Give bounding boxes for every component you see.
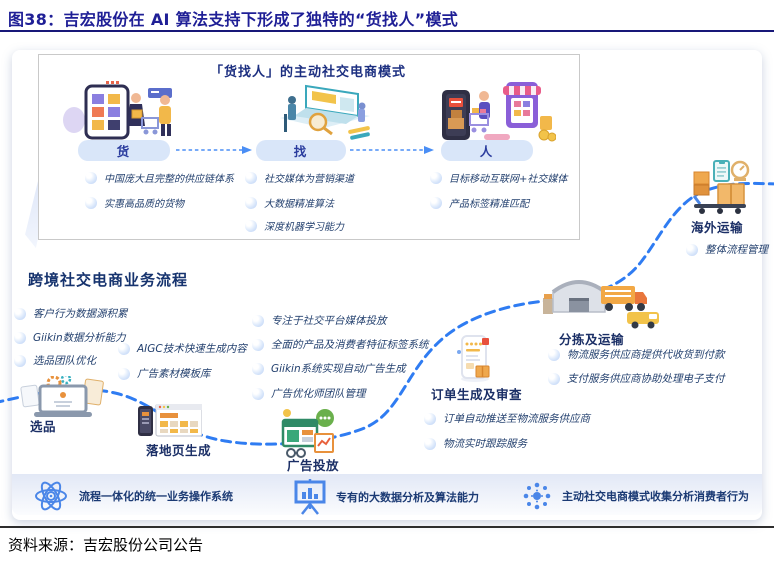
dashed-arrow-icon — [176, 146, 252, 154]
bullet-item: 选品团队优化 — [14, 353, 96, 368]
bullet-text: 中国庞大且完整的供应链体系 — [104, 174, 234, 185]
bullet-circle-icon — [548, 372, 560, 385]
bullet-item: 广告优化师团队管理 — [252, 386, 366, 401]
bullet-text: 整体流程管理 — [705, 244, 768, 256]
capability-item: 流程一体化的统一业务操作系统 — [33, 478, 233, 514]
model-box-title: 「货找人」的主动社交电商模式 — [209, 65, 406, 80]
title-divider — [0, 30, 774, 32]
bullet-circle-icon — [424, 412, 436, 425]
bullet-item: 订单自动推送至物流服务供应商 — [424, 411, 590, 426]
bullet-text: Giikin系统实现自动广告生成 — [271, 363, 406, 375]
bullet-item: 中国庞大且完整的供应链体系 — [85, 170, 234, 185]
figure-title: 图38：吉宏股份在 AI 算法支持下形成了独特的“货找人”模式 — [8, 10, 459, 29]
bullet-text: 大数据精准算法 — [264, 199, 334, 210]
bullet-circle-icon — [14, 354, 26, 367]
bullet-circle-icon — [245, 196, 257, 209]
sorting-warehouse-illustration — [543, 280, 659, 329]
bullet-circle-icon — [245, 219, 257, 232]
overseas-transport-illustration — [692, 160, 750, 214]
capability-label: 流程一体化的统一业务操作系统 — [79, 490, 233, 503]
order-phone-illustration — [457, 335, 490, 382]
bullet-circle-icon — [252, 314, 264, 327]
bullet-circle-icon — [686, 243, 698, 256]
pill-goods: 货 — [78, 140, 170, 161]
bullet-circle-icon — [14, 331, 26, 344]
bullet-circle-icon — [85, 196, 97, 209]
product-selection-illustration — [20, 376, 104, 417]
bullet-item: 客户行为数据源积累 — [14, 306, 128, 321]
node-label-selection: 选品 — [30, 419, 57, 434]
bullet-text: 产品标签精准匹配 — [449, 199, 529, 210]
bullet-circle-icon — [252, 362, 264, 375]
bullet-circle-icon — [14, 307, 26, 320]
node-label-overseas-transport: 海外运输 — [691, 220, 744, 235]
bullet-item: Giikin数据分析能力 — [14, 330, 126, 345]
pill-people: 人 — [441, 140, 533, 161]
bullet-item: 物流服务供应商提供代收货到付款 — [548, 347, 725, 362]
bullet-text: 支付服务供应商协助处理电子支付 — [567, 373, 725, 385]
bullet-circle-icon — [245, 171, 257, 184]
bullet-text: 目标移动互联网+社交媒体 — [449, 174, 568, 185]
node-label-ad-launch: 广告投放 — [287, 458, 340, 473]
bullet-item: 实惠高品质的货物 — [85, 195, 184, 210]
bullet-circle-icon — [430, 171, 442, 184]
bullet-item: 支付服务供应商协助处理电子支付 — [548, 371, 725, 386]
bullet-circle-icon — [252, 387, 264, 400]
people-illustration — [442, 82, 556, 142]
search-illustration — [280, 84, 370, 140]
bullet-circle-icon — [430, 196, 442, 209]
bullet-item: 产品标签精准匹配 — [430, 195, 529, 210]
goods-illustration — [63, 81, 172, 140]
bullet-text: 专注于社交平台媒体投放 — [271, 315, 387, 327]
bullet-circle-icon — [85, 171, 97, 184]
node-label-order-review: 订单生成及审查 — [431, 387, 523, 402]
bullet-text: 物流服务供应商提供代收货到付款 — [567, 349, 725, 361]
node-label-landing-page: 落地页生成 — [146, 443, 212, 458]
bullet-text: 客户行为数据源积累 — [33, 308, 128, 320]
capability-item: 专有的大数据分析及算法能力 — [294, 479, 479, 515]
bullet-text: 实惠高品质的货物 — [104, 199, 184, 210]
bullet-text: AIGC技术快速生成内容 — [137, 343, 247, 355]
bullet-text: 选品团队优化 — [33, 355, 96, 367]
bullet-text: 物流实时跟踪服务 — [443, 438, 527, 450]
bullet-circle-icon — [118, 342, 130, 355]
bullet-item: AIGC技术快速生成内容 — [118, 341, 247, 356]
burst-icon — [523, 482, 551, 510]
bullet-item: 目标移动互联网+社交媒体 — [430, 170, 567, 185]
bullet-item: 深度机器学习能力 — [245, 218, 344, 233]
capability-item: 主动社交电商模式收集分析消费者行为 — [522, 481, 749, 511]
dashed-arrow-icon — [350, 146, 434, 154]
bullet-item: 大数据精准算法 — [245, 195, 334, 210]
bullet-item: 社交媒体为营销渠道 — [245, 170, 354, 185]
landing-page-illustration — [138, 404, 202, 437]
bullet-text: 广告优化师团队管理 — [271, 388, 366, 400]
bullet-text: 全面的产品及消费者特征标签系统 — [271, 339, 429, 351]
bullet-item: 专注于社交平台媒体投放 — [252, 313, 387, 328]
pill-search: 找 — [256, 140, 346, 161]
bullet-circle-icon — [424, 437, 436, 450]
source-text: 资料来源：吉宏股份公司公告 — [8, 536, 204, 554]
source-divider — [0, 526, 774, 528]
bullet-text: 广告素材模板库 — [137, 368, 211, 380]
bullet-text: 订单自动推送至物流服务供应商 — [443, 413, 590, 425]
capability-label: 主动社交电商模式收集分析消费者行为 — [562, 490, 749, 503]
node-label-sorting-transport: 分拣及运输 — [559, 332, 625, 347]
bullet-circle-icon — [548, 348, 560, 361]
capability-bar — [12, 474, 762, 515]
bullet-item: 物流实时跟踪服务 — [424, 436, 527, 451]
ad-launch-illustration — [281, 409, 334, 458]
bullet-text: 深度机器学习能力 — [264, 222, 344, 233]
chart-board-icon — [294, 479, 326, 515]
bullet-item: 广告素材模板库 — [118, 366, 211, 381]
bullet-circle-icon — [252, 338, 264, 351]
bullet-item: 整体流程管理 — [686, 242, 768, 257]
bullet-text: 社交媒体为营销渠道 — [264, 174, 354, 185]
capability-label: 专有的大数据分析及算法能力 — [336, 491, 479, 504]
bullet-item: 全面的产品及消费者特征标签系统 — [252, 337, 429, 352]
bullet-circle-icon — [118, 367, 130, 380]
atom-icon — [35, 481, 67, 511]
bullet-text: Giikin数据分析能力 — [33, 332, 126, 344]
bullet-item: Giikin系统实现自动广告生成 — [252, 361, 406, 376]
process-heading: 跨境社交电商业务流程 — [28, 271, 189, 289]
